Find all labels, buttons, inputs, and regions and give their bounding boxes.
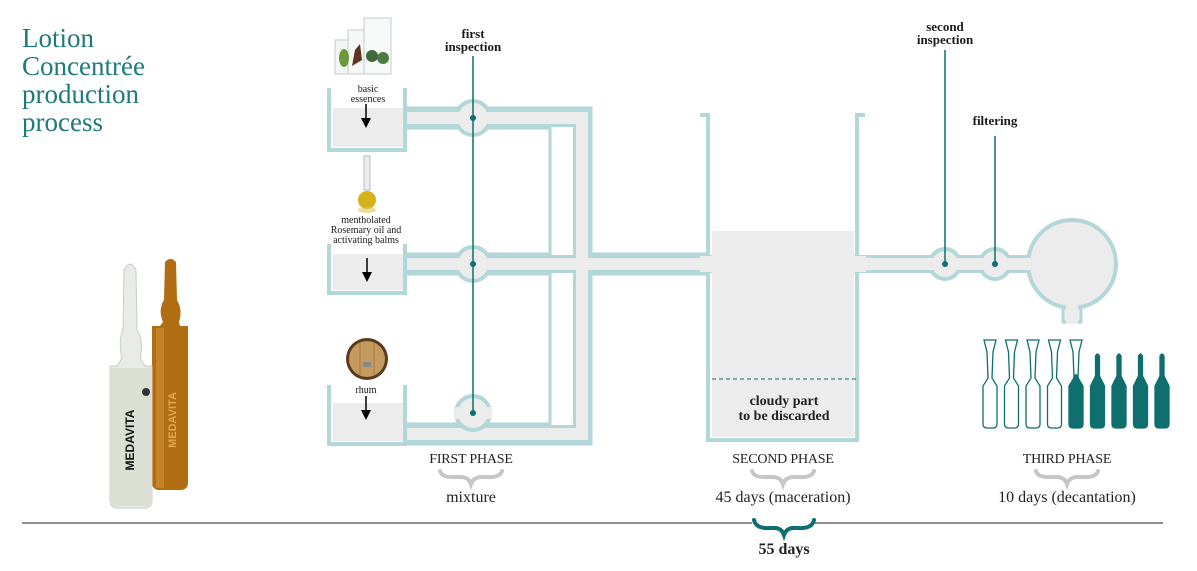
phase-brace: [438, 469, 504, 491]
phase-name-second: SECOND PHASE: [732, 452, 834, 467]
phase-brace: [1034, 469, 1100, 491]
filled-vial: [1089, 353, 1106, 429]
label-line: inspection: [916, 32, 974, 47]
phase-desc-third: 10 days (decantation): [998, 489, 1136, 506]
input-label-rhum: rhum: [336, 386, 396, 396]
brand-text: MEDAVITA: [123, 409, 137, 470]
filled-vial: [1154, 353, 1170, 429]
title-line: production: [22, 79, 139, 109]
second-inspection-label: second inspection: [892, 20, 998, 46]
clear-ampoule: MEDAVITA: [109, 263, 153, 509]
label-line: filtering: [972, 113, 1018, 128]
inspection-markers: [470, 50, 998, 416]
input-basin: [327, 385, 407, 446]
barrel-icon: [346, 338, 388, 380]
label-line: second: [926, 19, 964, 34]
cloudy-part-note: cloudy part to be discarded: [712, 394, 856, 424]
oil-flask-icon: [358, 155, 376, 213]
label-line: rhum: [355, 385, 377, 396]
pipe-network: [327, 88, 1118, 446]
maceration-tank: [700, 113, 866, 442]
label-line: activating balms: [333, 235, 399, 246]
label-line: cloudy part: [749, 394, 819, 409]
filtering-label: filtering: [950, 114, 1040, 127]
phase-name-third: THIRD PHASE: [1022, 452, 1112, 467]
label-line: essences: [350, 94, 386, 105]
page-title: Lotion Concentrée production process: [22, 24, 145, 136]
filled-vial: [1111, 353, 1127, 429]
decantation-flask: [1020, 218, 1118, 324]
label-line: inspection: [444, 39, 502, 54]
label-line: basic: [357, 84, 379, 95]
title-line: Lotion: [22, 23, 94, 53]
product-ampoules: MEDAVITA MEDAVITA: [109, 259, 188, 509]
down-arrow-icon: [361, 104, 371, 128]
label-line: mentholated: [341, 215, 391, 226]
input-label-rosemary-oil: mentholated Rosemary oil and activating …: [306, 216, 426, 246]
filled-vial: [1132, 353, 1149, 429]
title-line: Concentrée: [22, 51, 145, 81]
empty-vial: [982, 339, 998, 429]
phase-brace: [750, 469, 816, 491]
empty-vial: [1025, 339, 1041, 429]
phase-name-first: FIRST PHASE: [429, 452, 513, 467]
first-inspection-label: first inspection: [420, 27, 526, 53]
glass-beakers-with-herbs-icon: [334, 17, 392, 75]
label-line: Rosemary oil and: [330, 225, 402, 236]
vials-row: [982, 339, 1170, 429]
input-basin: [327, 88, 407, 152]
label-line: first: [461, 26, 485, 41]
label-line: to be discarded: [738, 409, 830, 424]
empty-vial: [1003, 339, 1020, 429]
amber-ampoule: MEDAVITA: [152, 259, 188, 490]
down-arrow-icon: [362, 258, 372, 282]
phase-desc-first: mixture: [446, 489, 496, 506]
down-arrow-icon: [361, 396, 371, 420]
empty-vial: [1046, 339, 1063, 429]
title-line: process: [22, 107, 103, 137]
phase-desc-second: 45 days (maceration): [715, 489, 851, 506]
vial-liquid: [1069, 374, 1083, 428]
brand-text: MEDAVITA: [167, 392, 179, 448]
total-brace: [752, 518, 816, 542]
input-label-basic-essences: basic essences: [326, 85, 410, 105]
total-duration: 55 days: [758, 541, 810, 558]
